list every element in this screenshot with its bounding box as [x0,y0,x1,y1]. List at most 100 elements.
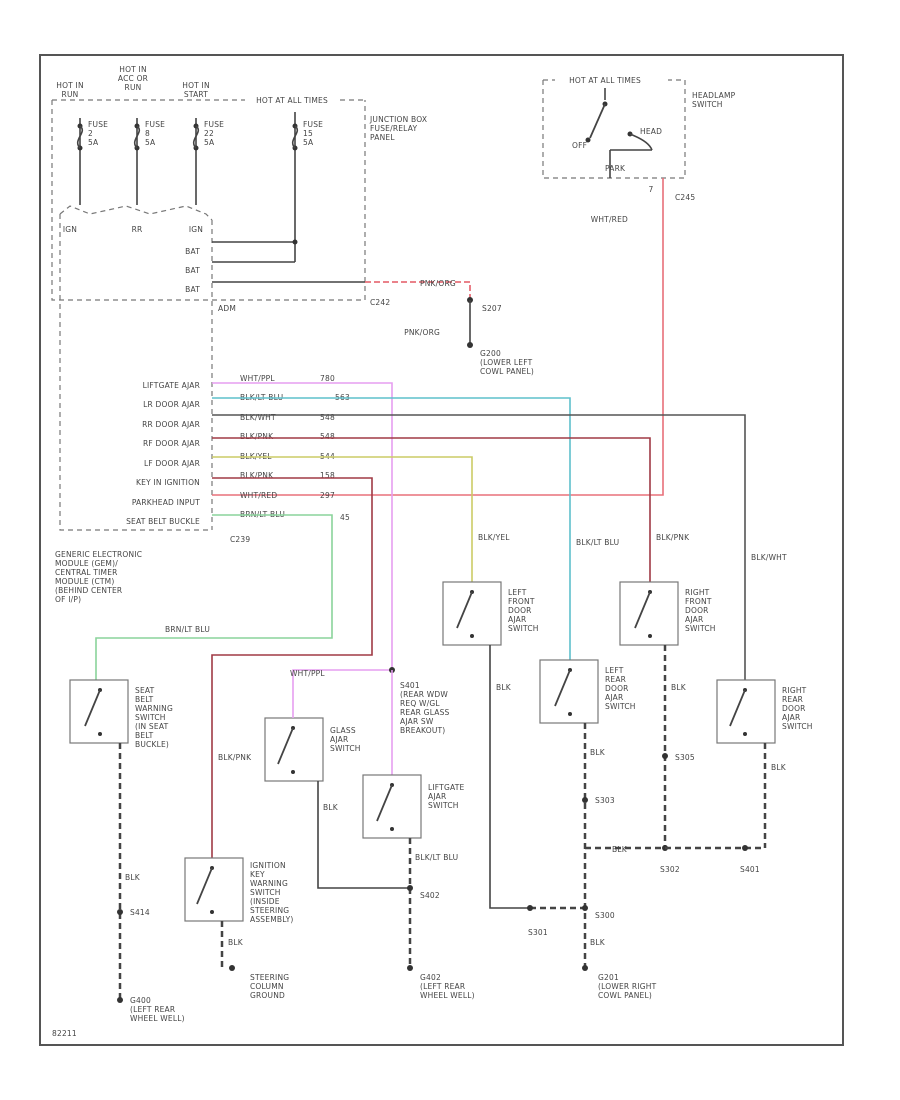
rf-switch-l1: RIGHT [685,588,710,597]
fuse-15: FUSE 15 5A [291,112,323,242]
module-desc-2: MODULE (GEM)/ [55,559,118,568]
s300-gnd-wire: BLK [590,938,606,947]
s414-node [117,909,123,915]
lr-gnd-wire: BLK [590,748,606,757]
rw-l6: BREAKOUT) [400,726,445,735]
g400-l2: (LEFT REAR [130,1005,175,1014]
glass-ajar-switch: GLASS AJAR SWITCH [264,717,361,782]
s401-bus-wire: BLK [612,845,628,854]
c245-pin: 7 [649,185,654,194]
module-description: GENERIC ELECTRONIC MODULE (GEM)/ CENTRAL… [55,550,142,604]
steer-l3: GROUND [250,991,285,1000]
input-rf-door: RF DOOR AJAR [143,439,200,448]
fuse-15-name: FUSE [303,120,323,129]
headlamp-hot-label: HOT AT ALL TIMES [569,76,641,85]
hot-label-1-l1: HOT IN [56,81,84,90]
hot-label-1-l2: RUN [62,90,79,99]
rr-switch-l1: RIGHT [782,686,807,695]
circuit-park: 297 [320,491,335,500]
fuse-15-amps: 5A [303,138,314,147]
steer-l1: STEERING [250,973,289,982]
g201-ground: G201 (LOWER RIGHT COWL PANEL) [598,973,657,1000]
g201-l1: G201 [598,973,619,982]
s302-label: S302 [660,865,680,874]
lr-switch-l4: AJAR [605,693,623,702]
s401-wire-label: WHT/PPL [290,669,325,678]
glass-switch-l3: SWITCH [330,744,361,753]
g402-ground: G402 (LEFT REAR WHEEL WELL) [420,973,475,1000]
c239-label: C239 [230,535,250,544]
wire-rf-path [212,437,651,582]
lr-switch-l1: LEFT [605,666,624,675]
g402-l2: (LEFT REAR [420,982,465,991]
sb-gnd-wire: BLK [125,873,141,882]
rf-switch-l2: FRONT [685,597,712,606]
lf-switch-l3: DOOR [508,606,532,615]
bat-pin-2: BAT [185,266,200,275]
wire-seatbelt-path [95,514,333,680]
fuse-2-name: FUSE [88,120,108,129]
fuse-8-name: FUSE [145,120,165,129]
rw-l4: REAR GLASS [400,708,450,717]
lf-switch-l2: FRONT [508,597,535,606]
rr-door-ajar-switch: RIGHT REAR DOOR AJAR SWITCH [716,679,812,744]
rw-l3: REQ W/GL [400,699,440,708]
rr-switch-l3: DOOR [782,704,806,713]
fuse-2-num: 2 [88,129,93,138]
corner-id: 82211 [52,1029,77,1038]
liftgate-ajar-switch: LIFTGATE AJAR SWITCH [362,774,464,839]
g400-l3: WHEEL WELL) [130,1014,185,1023]
wht-red-wire [212,178,664,496]
lf-ground-wire [489,645,530,909]
sb-switch-l4: SWITCH [135,713,166,722]
junction-box-outline [51,100,366,301]
wire-key-path [211,477,373,858]
diagram-frame [39,54,844,1046]
s401b-label: S401 [740,865,760,874]
wire-rr: BLK/WHT [240,413,276,422]
hot-label-2-l1: HOT IN [119,65,147,74]
rw-l2: (REAR WDW [400,690,448,699]
s301-label: S301 [528,928,548,937]
glass-switch-l1: GLASS [330,726,356,735]
g201-node [582,965,588,971]
s300-node [582,905,588,911]
lr-vwire: BLK/LT BLU [576,538,619,547]
wire-liftgate-path [212,382,393,670]
ign-switch-l5: (INSIDE [250,897,280,906]
lr-switch-l2: REAR [605,675,626,684]
fuse-15-num: 15 [303,129,313,138]
rr-switch-l2: REAR [782,695,803,704]
g200-label: G200 [480,349,501,358]
fuse-22-name: FUSE [204,120,224,129]
ign-switch-l7: ASSEMBLY) [250,915,294,924]
ign-switch-l4: SWITCH [250,888,281,897]
fuse-2: FUSE 2 5A [76,118,108,160]
sb-switch-l6: BELT [135,731,154,740]
hot-label-4: HOT AT ALL TIMES [256,96,328,105]
gem-connector-top [59,205,213,221]
c245-label: C245 [675,193,695,202]
input-lr-door: LR DOOR AJAR [143,400,200,409]
ign-switch-l6: STEERING [250,906,289,915]
gem-outline-left [59,214,212,531]
glass-switch-l2: AJAR [330,735,348,744]
adm-pin: ADM [218,304,236,313]
glass-wire-path [292,669,392,718]
g201-l2: (LOWER RIGHT [598,982,657,991]
s402-label: S402 [420,891,440,900]
sb-switch-l1: SEAT [135,686,155,695]
headlamp-switch: HOT AT ALL TIMES HEADLAMP SWITCH OFF HEA… [542,76,735,179]
circuit-rr: 548 [320,413,335,422]
g400-ground: G400 (LEFT REAR WHEEL WELL) [130,996,185,1023]
jb-pin-ign-1: IGN [63,225,77,234]
s305-label: S305 [675,753,695,762]
input-liftgate: LIFTGATE AJAR [143,381,200,390]
junction-box-l2: FUSE/RELAY [370,124,417,133]
fuse-22-amps: 5A [204,138,215,147]
module-inputs: LIFTGATE AJAR LR DOOR AJAR RR DOOR AJAR … [126,381,200,526]
rf-switch-l3: DOOR [685,606,709,615]
lf-switch-l5: SWITCH [508,624,539,633]
sb-switch-l2: BELT [135,695,154,704]
